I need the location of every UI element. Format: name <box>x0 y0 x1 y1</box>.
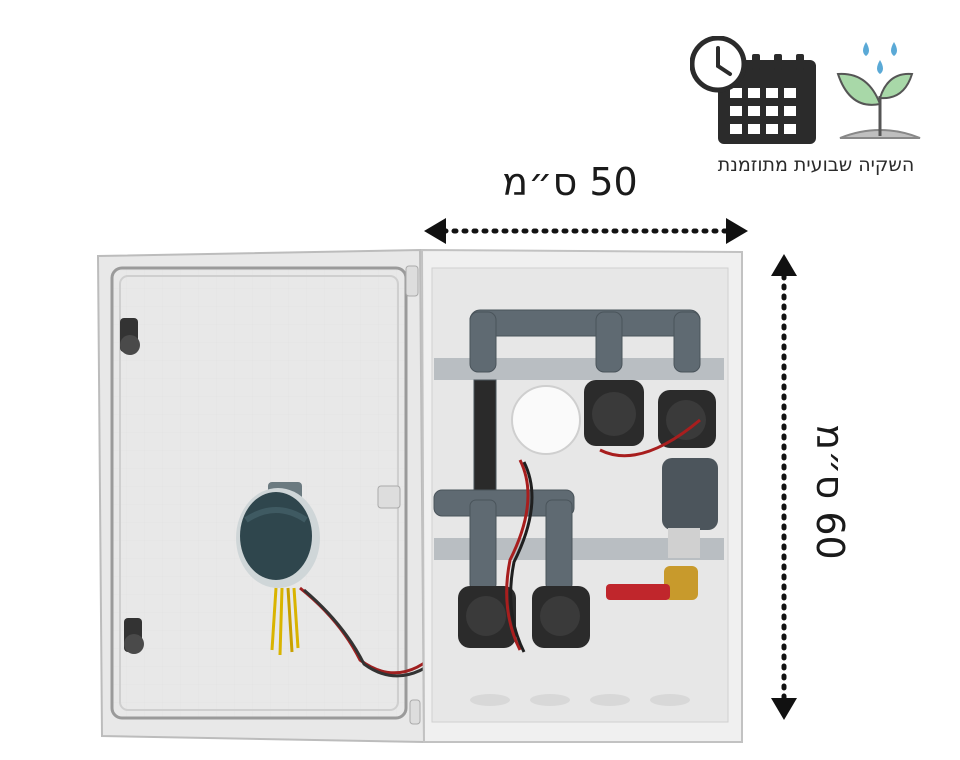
pipework <box>433 309 701 591</box>
filter-canister <box>511 385 581 455</box>
solenoid-valves <box>458 380 716 648</box>
height-arrow <box>771 254 797 720</box>
width-dimension-label: 50 ס״מ <box>502 160 638 204</box>
regulator-and-ball-valve <box>606 458 718 600</box>
schedule-caption: השקיה שבועית מתוזמנת <box>717 154 915 176</box>
valve-wiring <box>505 418 701 653</box>
sprout-water-drops-icon <box>836 42 921 139</box>
clock-calendar-icon <box>690 36 816 144</box>
irrigation-controller <box>236 482 446 678</box>
height-dimension-label: 60 ס״מ <box>808 424 852 560</box>
width-arrow <box>424 218 748 244</box>
